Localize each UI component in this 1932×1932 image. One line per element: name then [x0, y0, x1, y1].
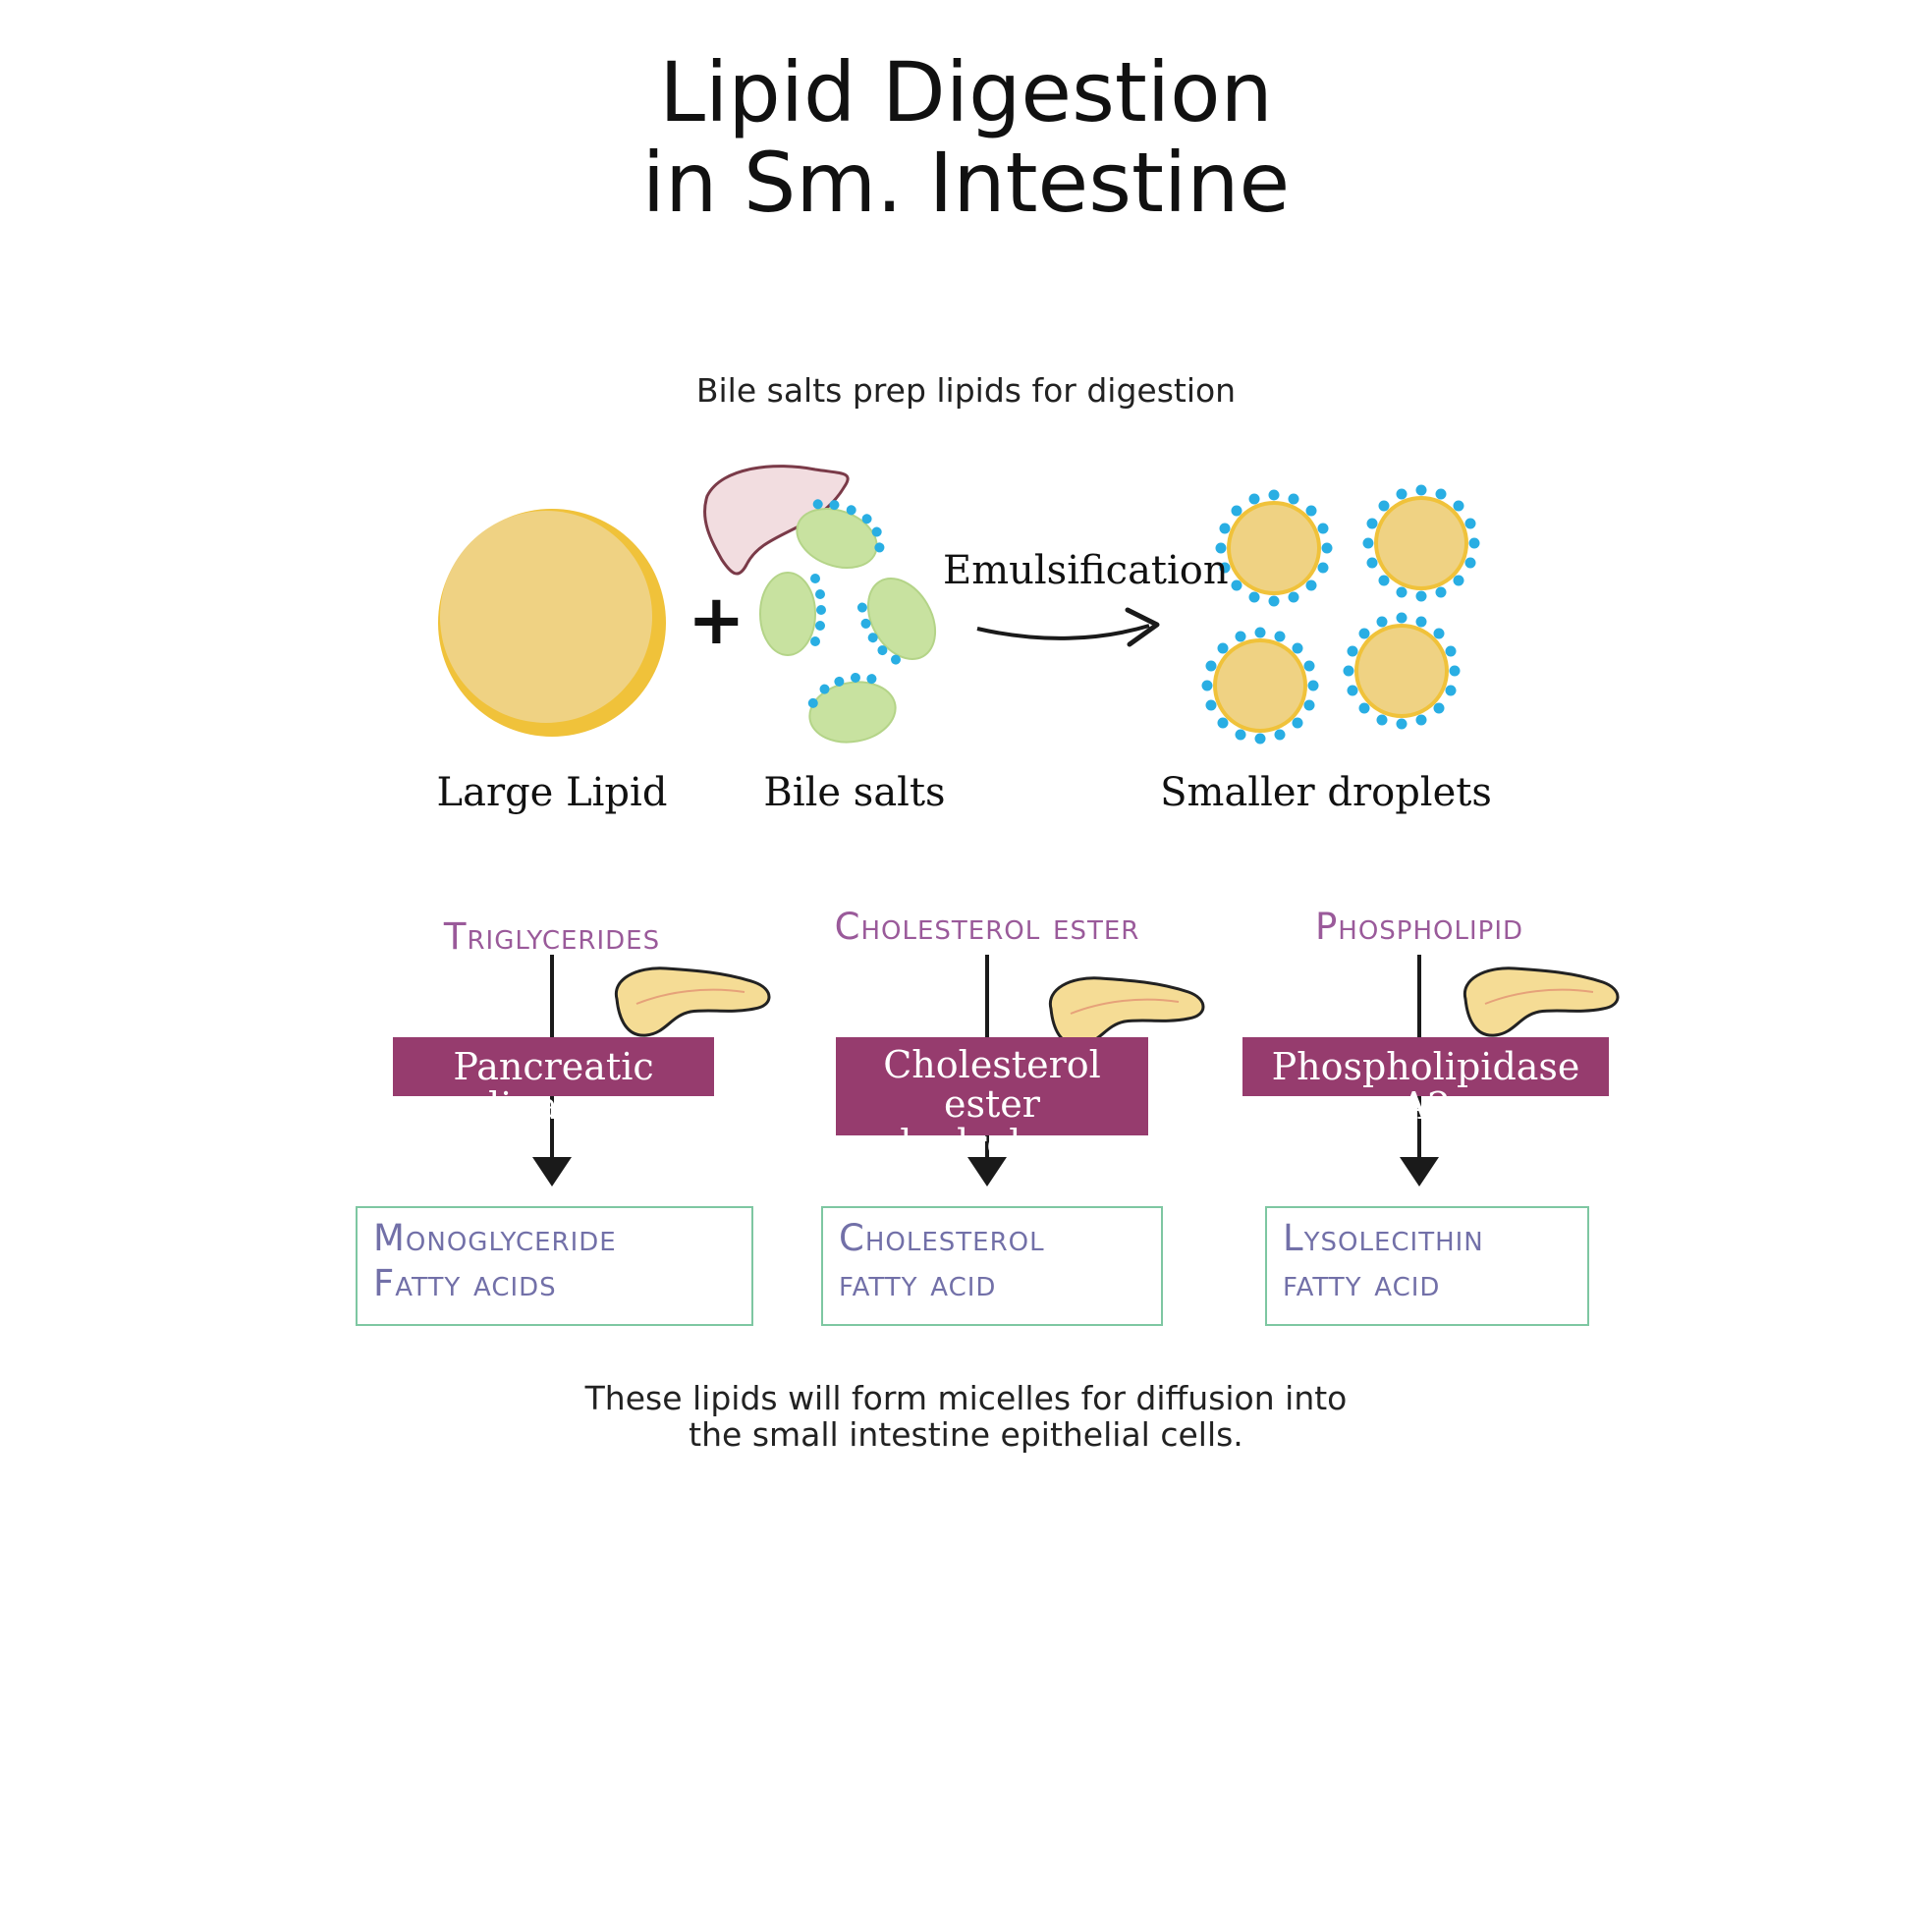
page-title-line-2: in Sm. Intestine — [641, 135, 1291, 231]
product-box-1: Monoglyceride Fatty acids — [356, 1206, 753, 1326]
pancreas-icon-1 — [614, 966, 771, 1037]
enzyme-pancreatic-lipases: Pancreatic lipases — [393, 1037, 714, 1126]
footer-line-2: the small intestine epithelial cells. — [689, 1415, 1243, 1454]
enzyme-cholesterol-ester-hydrolase: Cholesterol ester hydrolase — [836, 1037, 1148, 1163]
plus-sign: + — [688, 580, 745, 660]
substrate-cholesterol-ester: Cholesterol ester — [834, 906, 1140, 948]
product-1-line-1: Monoglyceride — [373, 1217, 617, 1259]
footer-note: These lipids will form micelles for diff… — [0, 1380, 1932, 1453]
enzyme-phospholipidase-a2: Phospholipidase A2 — [1242, 1037, 1609, 1126]
large-lipid-label: Large Lipid — [436, 770, 668, 815]
arrow-head-3 — [1400, 1157, 1439, 1187]
pancreas-icon-3 — [1463, 966, 1620, 1037]
bile-salts-icon — [759, 499, 937, 744]
product-1-line-2: Fatty acids — [373, 1262, 557, 1304]
emulsification-arrow — [976, 624, 1150, 640]
product-box-3: Lysolecithin fatty acid — [1265, 1206, 1589, 1326]
section-subtitle: Bile salts prep lipids for digestion — [695, 371, 1237, 410]
arrow-head-2 — [967, 1157, 1007, 1187]
product-box-2: Cholesterol fatty acid — [821, 1206, 1163, 1326]
page-title-line-1: Lipid Digestion — [659, 44, 1273, 140]
substrate-triglycerides: Triglycerides — [443, 915, 661, 958]
pancreas-icon-2 — [1048, 976, 1205, 1047]
arrow-head-1 — [532, 1157, 572, 1187]
footer-line-1: These lipids will form micelles for diff… — [584, 1379, 1348, 1417]
product-2-line-1: Cholesterol — [839, 1217, 1045, 1259]
bile-salts-label: Bile salts — [763, 770, 946, 815]
substrate-phospholipid: Phospholipid — [1314, 906, 1524, 948]
smaller-droplets-icon — [1201, 484, 1480, 745]
product-3-line-2: fatty acid — [1283, 1262, 1441, 1304]
smaller-droplets-label: Smaller droplets — [1160, 770, 1492, 815]
emulsification-label: Emulsification — [943, 548, 1229, 593]
product-3-line-1: Lysolecithin — [1283, 1217, 1484, 1259]
product-2-line-2: fatty acid — [839, 1262, 997, 1304]
large-lipid-icon — [438, 509, 666, 737]
